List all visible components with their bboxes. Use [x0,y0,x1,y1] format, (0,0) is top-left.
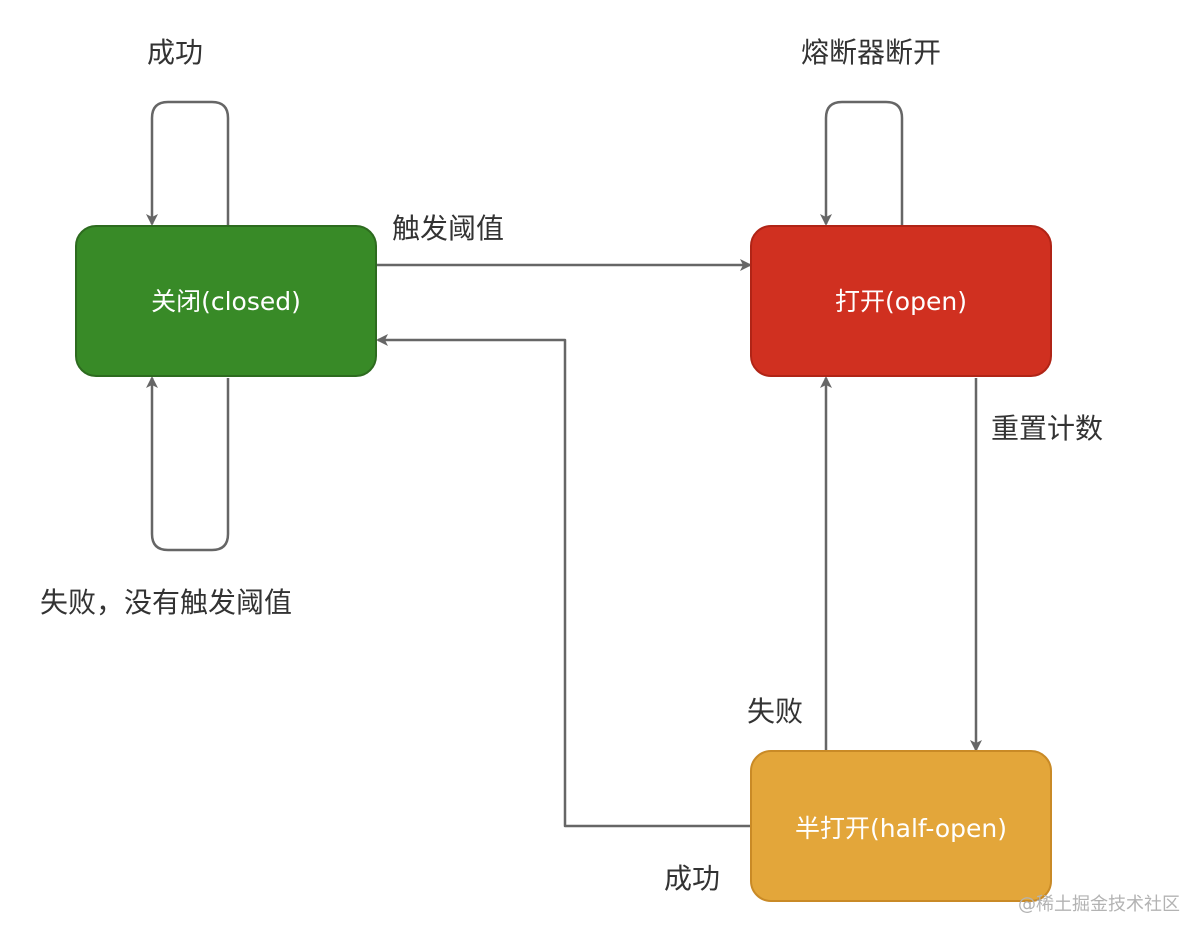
closed-state-node: 关闭(closed) [75,225,377,377]
half-open-state-node: 半打开(half-open) [750,750,1052,902]
open-self-loop-edge [820,100,904,226]
closed-failure-label: 失败，没有触发阈值 [40,586,292,619]
half-open-to-closed-edge [376,334,750,828]
watermark-text: @稀土掘金技术社区 [1018,894,1180,915]
open-to-half-open-label: 重置计数 [991,412,1103,445]
closed-success-label: 成功 [147,36,203,69]
half-open-state-label: 半打开(half-open) [795,814,1007,843]
half-open-to-open-label: 失败 [747,695,803,728]
open-self-loop-label: 熔断器断开 [801,36,941,69]
closed-success-loop-edge [146,100,230,226]
closed-failure-loop-edge [146,376,230,552]
open-state-node: 打开(open) [750,225,1052,377]
closed-to-open-label: 触发阈值 [392,212,504,245]
closed-state-label: 关闭(closed) [151,287,301,316]
open-state-label: 打开(open) [835,287,967,316]
half-open-to-closed-label: 成功 [664,862,720,895]
